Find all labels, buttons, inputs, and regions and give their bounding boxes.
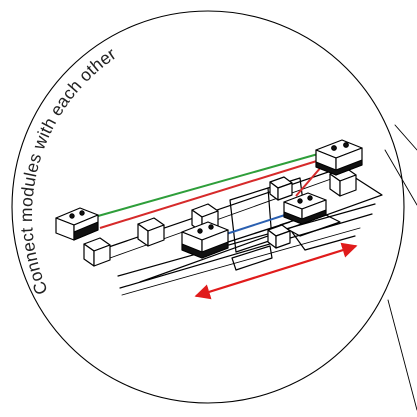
wire-blue	[219, 213, 289, 237]
wire-black	[221, 221, 291, 245]
small-cubes	[83, 167, 357, 267]
wire-red-short	[295, 165, 323, 197]
cube-right-upper	[269, 176, 293, 201]
movement-arrow	[194, 242, 358, 300]
module-left	[55, 207, 99, 241]
connection-wires	[97, 153, 323, 245]
wire-green	[97, 153, 319, 217]
cube-middle	[137, 217, 165, 247]
module-right-lower	[283, 192, 327, 225]
magnifier-tangent-lines	[384, 124, 417, 411]
module-right-upper	[315, 139, 363, 176]
cube-left	[83, 237, 111, 267]
wire-red	[99, 159, 321, 229]
magnifier-circle	[11, 10, 405, 404]
